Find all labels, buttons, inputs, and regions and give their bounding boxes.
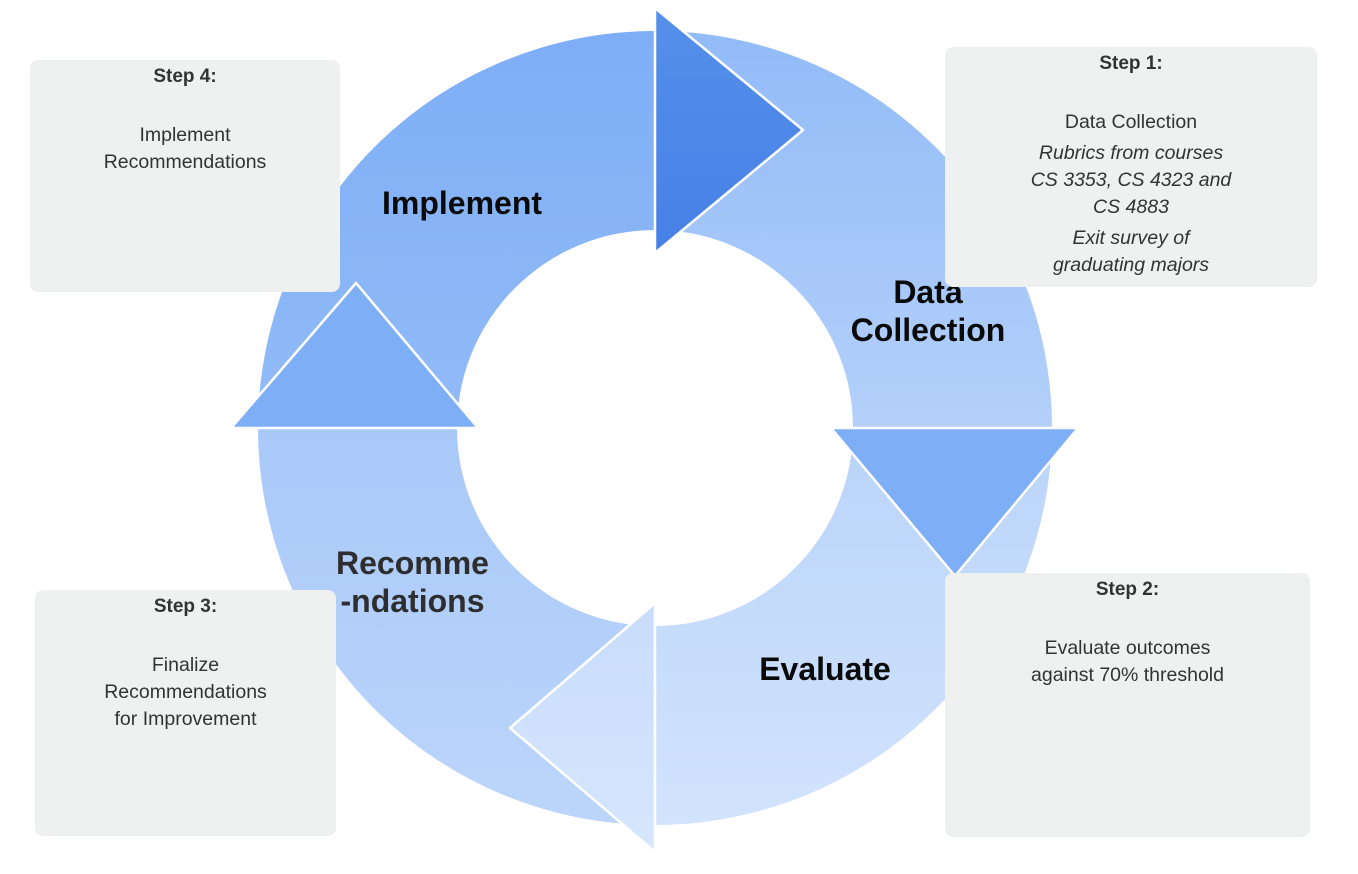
segment-label-implement: Implement [381, 185, 543, 221]
step-title: Step 4: [153, 66, 217, 87]
step-italic-line: Rubrics from courses [1038, 142, 1224, 164]
step-line: Finalize [151, 654, 220, 676]
step-line: Data Collection [1064, 111, 1198, 133]
step-italic-line: graduating majors [1052, 254, 1210, 276]
step-line: for Improvement [114, 708, 257, 730]
step-body: Evaluate outcomes against 70% threshold [945, 635, 1310, 689]
arrow-down-icon [829, 426, 1080, 578]
step-title: Step 1: [1099, 53, 1163, 74]
step-line: Recommendations [104, 681, 267, 703]
step-2-card: Step 2: Evaluate outcomes against 70% th… [945, 573, 1310, 837]
step-italic-line: Exit survey of [1072, 227, 1190, 249]
step-italic-line: CS 4883 [1093, 196, 1169, 218]
step-4-card: Step 4: Implement Recommendations [30, 60, 340, 292]
step-body: Data Collection Rubrics from courses CS … [945, 109, 1317, 279]
arrow-right-icon [653, 6, 805, 255]
segment-label-line: -ndations [340, 583, 485, 619]
step-3-card: Step 3: Finalize Recommendations for Imp… [35, 590, 336, 836]
segment-label-line: Recomme [336, 545, 489, 581]
step-line: against 70% threshold [1031, 664, 1224, 686]
step-1-card: Step 1: Data Collection Rubrics from cou… [945, 47, 1317, 287]
step-title: Step 3: [153, 596, 218, 617]
arrow-left-icon [508, 601, 657, 854]
step-italic-line: CS 3353, CS 4323 and [1030, 169, 1232, 191]
arrow-up-icon [229, 281, 480, 430]
segment-label-evaluate: Evaluate [759, 651, 891, 687]
segment-label-line: Collection [850, 312, 1006, 348]
segment-label-recommendations: Recomme -ndations [315, 544, 510, 620]
step-line: Recommendations [103, 151, 267, 173]
step-line: Implement [139, 124, 231, 146]
step-title: Step 2: [1095, 579, 1160, 600]
step-body: Finalize Recommendations for Improvement [35, 652, 336, 733]
segment-label-data-collection: Data Collection [828, 273, 1028, 349]
step-line: Evaluate outcomes [1044, 637, 1211, 659]
step-body: Implement Recommendations [30, 122, 340, 176]
